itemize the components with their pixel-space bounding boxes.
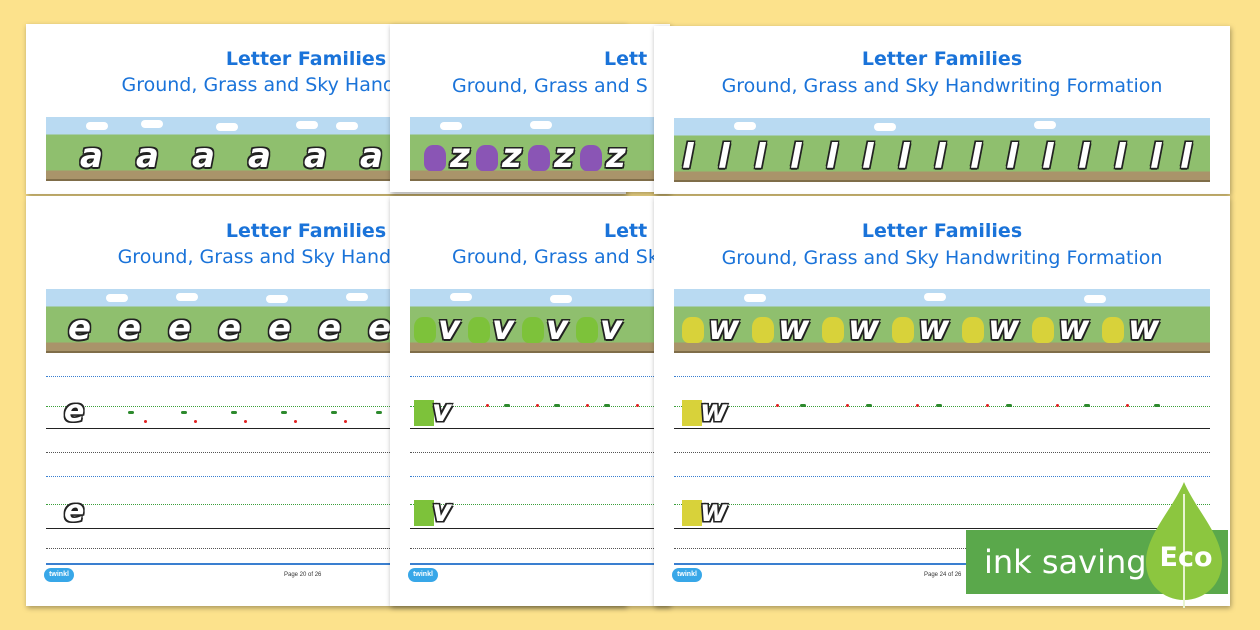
strip-letter: z (606, 136, 626, 176)
letter-strip: v v v v (410, 289, 660, 353)
strip-letter: l (718, 137, 730, 177)
sheet-title: Lett (604, 220, 648, 242)
strip-letter: e (318, 308, 342, 348)
strip-letter: a (248, 136, 271, 176)
strip-letter: w (708, 308, 740, 348)
strip-letter: w (1058, 308, 1090, 348)
trace-letter: e (64, 494, 85, 529)
eco-leaf-drop-icon (1146, 482, 1222, 608)
writing-lines (46, 376, 626, 566)
strip-letter: w (848, 308, 880, 348)
sheet-subtitle: Ground, Grass and Sky Handwriting Format… (721, 247, 1163, 269)
strip-letter: w (918, 308, 950, 348)
sheet-title: Lett (604, 48, 648, 70)
writing-lines (410, 376, 660, 566)
strip-letter: a (136, 136, 159, 176)
strip-letter: z (450, 136, 470, 176)
trace-letter: e (64, 394, 85, 429)
sheet-subtitle: Ground, Grass and Sky Handwr (117, 246, 415, 268)
strip-letter: e (118, 308, 142, 348)
trace-letter: v (432, 394, 452, 429)
strip-letter: l (682, 137, 694, 177)
strip-letter: l (754, 137, 766, 177)
sheet-title: Letter Families (861, 220, 1023, 242)
strip-letter: v (546, 308, 569, 348)
twinkl-logo: twinkl (44, 568, 74, 582)
strip-letter: e (168, 308, 192, 348)
strip-letter: l (1078, 137, 1090, 177)
footer-rule (674, 563, 1210, 565)
writing-lines (674, 376, 1210, 566)
strip-letter: l (790, 137, 802, 177)
letter-strip: w w w w w w w (674, 289, 1210, 353)
strip-letter: z (502, 136, 522, 176)
twinkl-logo: twinkl (408, 568, 438, 582)
letter-strip: l l l l l l l l l l l l l l l (674, 118, 1210, 182)
strip-letter: l (862, 137, 874, 177)
sheet-subtitle: Ground, Grass and Sk (452, 246, 659, 268)
strip-letter: l (1006, 137, 1018, 177)
strip-letter: l (970, 137, 982, 177)
strip-letter: w (1128, 308, 1160, 348)
letter-strip: z z z z (410, 117, 660, 181)
strip-letter: v (492, 308, 515, 348)
strip-letter: l (1180, 137, 1192, 177)
trace-letter: w (700, 394, 728, 429)
footer-rule (46, 563, 626, 565)
sheet-title: Letter Families (225, 220, 387, 242)
page-number: Page 24 of 26 (924, 572, 962, 578)
strip-letter: l (1150, 137, 1162, 177)
sheet-subtitle: Ground, Grass and Sky Handwriting Format… (721, 75, 1163, 97)
strip-letter: z (554, 136, 574, 176)
eco-label: Eco (1159, 542, 1213, 573)
strip-letter: a (192, 136, 215, 176)
twinkl-logo: twinkl (672, 568, 702, 582)
strip-letter: e (68, 308, 92, 348)
trace-letter: v (432, 494, 452, 529)
worksheet-z: Lett Ground, Grass and S z z z z (390, 24, 670, 192)
strip-letter: w (988, 308, 1020, 348)
sheet-title: Letter Families (225, 48, 387, 70)
strip-letter: e (218, 308, 242, 348)
strip-letter: a (304, 136, 327, 176)
strip-letter: l (1042, 137, 1054, 177)
strip-letter: v (438, 308, 461, 348)
sheet-subtitle: Ground, Grass and S (452, 75, 648, 97)
sheet-subtitle: Ground, Grass and Sky Handw (121, 74, 411, 96)
strip-letter: l (934, 137, 946, 177)
footer-rule (410, 563, 660, 565)
strip-letter: l (1114, 137, 1126, 177)
strip-letter: a (80, 136, 103, 176)
page-number: Page 20 of 26 (284, 572, 322, 578)
trace-letter: w (700, 494, 728, 529)
sheet-title: Letter Families (861, 48, 1023, 70)
worksheet-l: Letter Families Ground, Grass and Sky Ha… (654, 26, 1230, 194)
strip-letter: l (898, 137, 910, 177)
worksheet-v: Lett Ground, Grass and Sk v v v v v v tw… (390, 196, 670, 606)
strip-letter: v (600, 308, 623, 348)
strip-letter: e (268, 308, 292, 348)
strip-letter: a (360, 136, 383, 176)
strip-letter: w (778, 308, 810, 348)
ink-saving-label: ink saving (984, 543, 1147, 581)
strip-letter: l (826, 137, 838, 177)
strip-letter: e (368, 308, 392, 348)
